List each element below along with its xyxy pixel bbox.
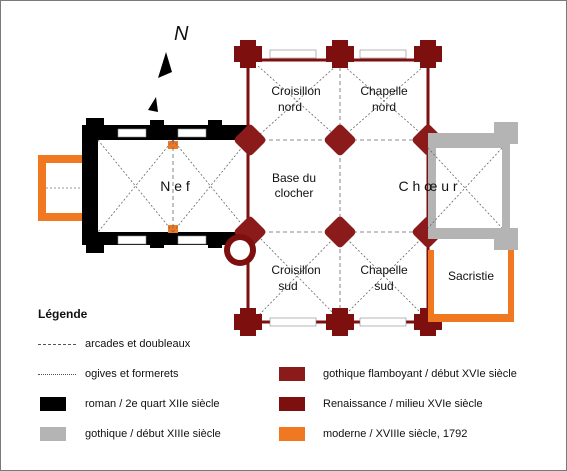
north-arrow-small bbox=[148, 97, 158, 112]
label-croisillon-sud-2: sud bbox=[278, 279, 297, 293]
sacristy bbox=[428, 250, 514, 322]
nave-buttress-s2 bbox=[208, 236, 222, 248]
nave-pier-s bbox=[168, 225, 178, 233]
west-porch bbox=[38, 155, 86, 221]
sacristy-interior bbox=[434, 250, 508, 314]
legend-ogives-sample bbox=[38, 374, 76, 375]
transept bbox=[224, 40, 444, 336]
north-label: N bbox=[174, 23, 189, 45]
legend-roman-swatch bbox=[40, 397, 66, 411]
nave bbox=[82, 118, 249, 253]
legend-title: Légende bbox=[38, 307, 88, 321]
legend-roman-label: roman / 2e quart XIIe siècle bbox=[85, 398, 220, 410]
transept-outline bbox=[246, 58, 430, 324]
legend-flamboyant-label: gothique flamboyant / début XVIe siècle bbox=[323, 368, 517, 380]
legend-arcades-label: arcades et doubleaux bbox=[85, 338, 191, 350]
legend-arcades-sample bbox=[38, 344, 76, 345]
north-arrow: N bbox=[148, 23, 189, 112]
legend-flamboyant-swatch bbox=[279, 367, 305, 381]
label-base-clocher-1: Base du bbox=[272, 171, 316, 185]
nave-buttress-n bbox=[150, 120, 164, 132]
label-chapelle-nord-2: nord bbox=[372, 100, 396, 114]
nave-buttress-s bbox=[150, 236, 164, 248]
label-chapelle-sud-1: Chapelle bbox=[360, 263, 408, 277]
choir-interior bbox=[436, 148, 502, 228]
label-croisillon-nord-1: Croisillon bbox=[271, 84, 320, 98]
nave-pier-n bbox=[168, 141, 178, 149]
choir bbox=[427, 122, 518, 250]
nave-buttress-n2 bbox=[208, 120, 222, 132]
north-arrow-head bbox=[158, 52, 172, 78]
nave-buttress-sw bbox=[86, 235, 104, 253]
label-base-clocher-2: clocher bbox=[275, 186, 314, 200]
label-croisillon-sud-1: Croisillon bbox=[271, 263, 320, 277]
nave-buttress-nw bbox=[86, 118, 104, 138]
nave-window-s2 bbox=[177, 235, 207, 245]
legend-gothique-label: gothique / début XIIIe siècle bbox=[85, 428, 221, 440]
nave-window-n2 bbox=[177, 128, 207, 138]
label-sacristie: Sacristie bbox=[448, 269, 494, 283]
legend-renaissance-label: Renaissance / milieu XVIe siècle bbox=[323, 398, 483, 410]
label-choeur: C h œ u r bbox=[398, 178, 457, 194]
label-nef: N e f bbox=[160, 178, 190, 194]
legend-moderne-label: moderne / XVIIIe siècle, 1792 bbox=[323, 428, 468, 440]
legend-moderne-swatch bbox=[279, 427, 305, 441]
label-chapelle-nord-1: Chapelle bbox=[360, 84, 408, 98]
nave-window-s1 bbox=[117, 235, 147, 245]
legend-renaissance-swatch bbox=[279, 397, 305, 411]
label-croisillon-nord-2: nord bbox=[278, 100, 302, 114]
legend-ogives-label: ogives et formerets bbox=[85, 368, 179, 380]
nave-window-n1 bbox=[117, 128, 147, 138]
label-chapelle-sud-2: sud bbox=[374, 279, 393, 293]
legend-gothique-swatch bbox=[40, 427, 66, 441]
